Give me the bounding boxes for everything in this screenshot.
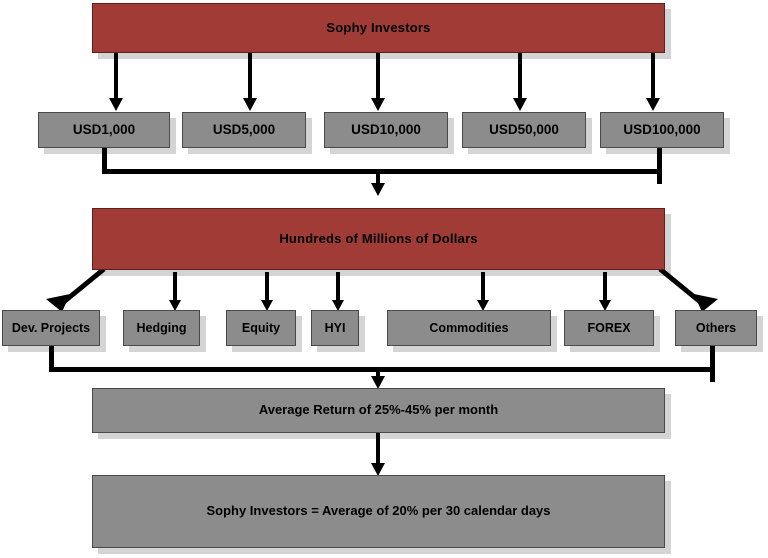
- node-label: Others: [695, 320, 737, 335]
- node-label: USD5,000: [212, 122, 276, 138]
- arrowhead-forex: [599, 300, 611, 311]
- arrowhead-hedging: [169, 300, 181, 311]
- connector-pool-to-hyi: [336, 272, 340, 303]
- node-label: Hedging: [136, 320, 187, 335]
- node-sophy-investors-top[interactable]: Sophy Investors: [92, 3, 665, 53]
- bracket-category-right-stub: [710, 346, 715, 382]
- arrowhead-commodities: [477, 300, 489, 311]
- node-label: USD1,000: [72, 122, 136, 138]
- node-sophy-investors-payout[interactable]: Sophy Investors = Average of 20% per 30 …: [92, 475, 665, 548]
- connector-pool-to-equity: [265, 272, 269, 303]
- connector-pool-to-commodities: [481, 272, 485, 303]
- bracket-category-left-stub: [49, 346, 54, 372]
- node-average-return[interactable]: Average Return of 25%-45% per month: [92, 388, 665, 433]
- connector-top-to-usd1000: [114, 53, 118, 100]
- connector-pool-to-others: [658, 267, 718, 312]
- bracket-denom-right-stub: [657, 148, 662, 184]
- connector-pool-to-hedging: [173, 272, 177, 303]
- node-label: USD50,000: [489, 122, 559, 138]
- connector-top-to-usd100000: [651, 53, 655, 100]
- node-label: Hundreds of Millions of Dollars: [279, 230, 478, 246]
- node-label: HYI: [324, 320, 346, 335]
- arrowhead-usd50000: [513, 98, 527, 111]
- arrowhead-return-bar: [371, 376, 385, 389]
- category-box-commodities[interactable]: Commodities: [387, 310, 551, 346]
- arrowhead-pool-banner: [371, 183, 385, 196]
- connector-top-to-usd50000: [518, 53, 522, 100]
- arrowhead-usd5000: [243, 98, 257, 111]
- connector-pool-to-dev-projects: [46, 267, 106, 312]
- node-label: Average Return of 25%-45% per month: [258, 402, 499, 418]
- denomination-box-usd1000[interactable]: USD1,000: [38, 112, 170, 148]
- category-box-hedging[interactable]: Hedging: [123, 310, 200, 346]
- arrowhead-usd1000: [109, 98, 123, 111]
- arrowhead-equity: [261, 300, 273, 311]
- connector-denom-to-pool: [376, 174, 380, 185]
- connector-top-to-usd10000: [376, 53, 380, 100]
- node-label: Equity: [241, 320, 281, 335]
- connector-category-to-return: [376, 372, 380, 379]
- category-box-others[interactable]: Others: [675, 310, 757, 346]
- node-label: Commodities: [429, 320, 509, 335]
- category-box-hyi[interactable]: HYI: [311, 310, 359, 346]
- category-box-dev-projects[interactable]: Dev. Projects: [2, 310, 100, 346]
- arrowhead-payout-bar: [371, 463, 385, 476]
- bracket-denom-horizontal: [102, 169, 662, 174]
- denomination-box-usd50000[interactable]: USD50,000: [462, 112, 586, 148]
- node-label: Dev. Projects: [11, 320, 91, 335]
- node-label: FOREX: [587, 320, 631, 335]
- connector-return-to-payout: [376, 433, 380, 467]
- bracket-denom-left-stub: [102, 148, 107, 174]
- node-label: USD100,000: [623, 122, 701, 138]
- node-label: Sophy Investors: [326, 19, 431, 35]
- connector-pool-to-forex: [603, 272, 607, 303]
- category-box-equity[interactable]: Equity: [226, 310, 296, 346]
- category-box-forex[interactable]: FOREX: [564, 310, 654, 346]
- arrowhead-usd10000: [371, 98, 385, 111]
- denomination-box-usd5000[interactable]: USD5,000: [182, 112, 306, 148]
- node-hundreds-of-millions[interactable]: Hundreds of Millions of Dollars: [92, 208, 665, 270]
- connector-top-to-usd5000: [248, 53, 252, 100]
- node-label: Sophy Investors = Average of 20% per 30 …: [206, 503, 551, 519]
- node-label: USD10,000: [351, 122, 421, 138]
- denomination-box-usd10000[interactable]: USD10,000: [324, 112, 448, 148]
- arrowhead-hyi: [332, 300, 344, 311]
- bracket-category-horizontal: [49, 367, 715, 372]
- denomination-box-usd100000[interactable]: USD100,000: [600, 112, 724, 148]
- arrowhead-usd100000: [646, 98, 660, 111]
